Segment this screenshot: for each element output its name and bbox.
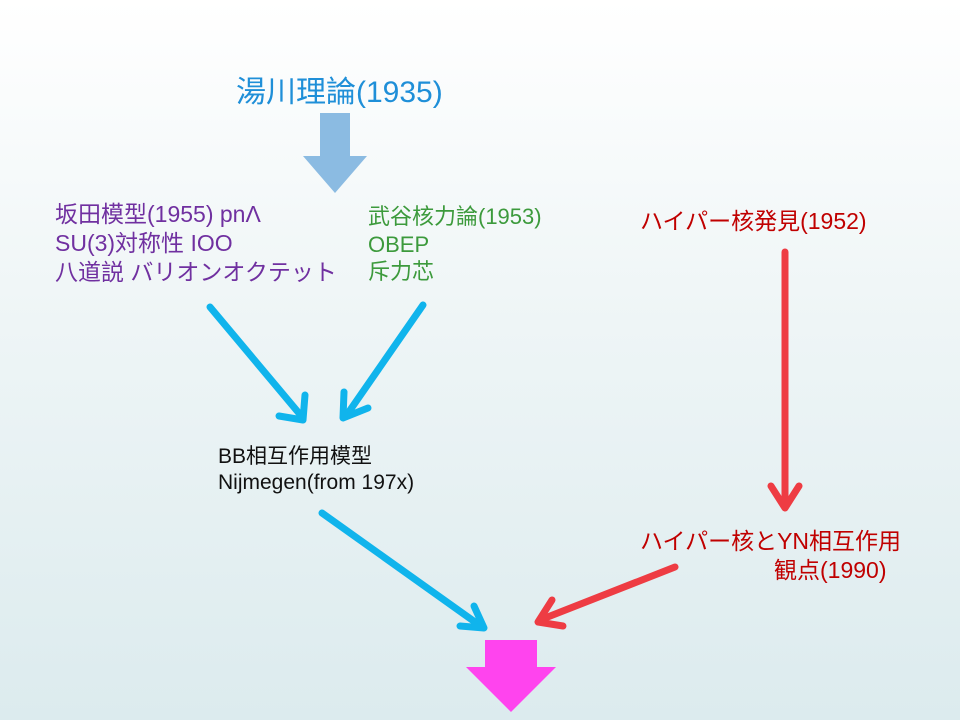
hypernucleus-discovery-text: ハイパー核発見(1952) [640, 208, 867, 234]
taketani-line-2: OBEP [368, 231, 430, 257]
bb-model-line-2: Nijmegen(from 197x) [218, 471, 415, 495]
yukawa-down-arrow [303, 113, 367, 193]
sakata-line-1: 坂田模型(1955) pnΛ [55, 201, 261, 227]
hyper-yn-line-1: ハイパー核とYN相互作用 [640, 528, 902, 554]
hyper-yn-line-2: 観点(1990) [774, 556, 887, 583]
sakata-to-bb-arrow [206, 303, 309, 424]
bb-interaction-model-block: BB相互作用模型 Nijmegen(from 197x) [218, 444, 414, 497]
yn-to-result-arrow [534, 563, 679, 630]
hyper-discovery-to-yn-arrow [767, 248, 803, 512]
yukawa-theory-title: 湯川理論(1935) [236, 74, 443, 112]
bb-to-result-arrow [318, 509, 488, 632]
taketani-to-bb-arrow [339, 301, 427, 422]
hypernucleus-discovery-block: ハイパー核発見(1952) [640, 207, 867, 236]
sakata-line-2: SU(3)対称性 IOO [55, 229, 233, 256]
bb-model-line-1: BB相互作用模型 [218, 445, 373, 468]
sakata-model-block: 坂田模型(1955) pnΛ SU(3)対称性 IOO 八道説 バリオンオクテッ… [55, 200, 337, 286]
sakata-line-3: 八道説 バリオンオクテット [55, 258, 337, 285]
taketani-line-3: 斥力芯 [368, 259, 435, 284]
yukawa-theory-text: 湯川理論(1935) [236, 76, 443, 109]
hypernucleus-yn-block: ハイパー核とYN相互作用 観点(1990) [640, 527, 901, 585]
taketani-line-1: 武谷核力論(1953) [368, 204, 542, 229]
taketani-block: 武谷核力論(1953) OBEP 斥力芯 [368, 203, 542, 286]
result-down-arrow [466, 640, 556, 712]
